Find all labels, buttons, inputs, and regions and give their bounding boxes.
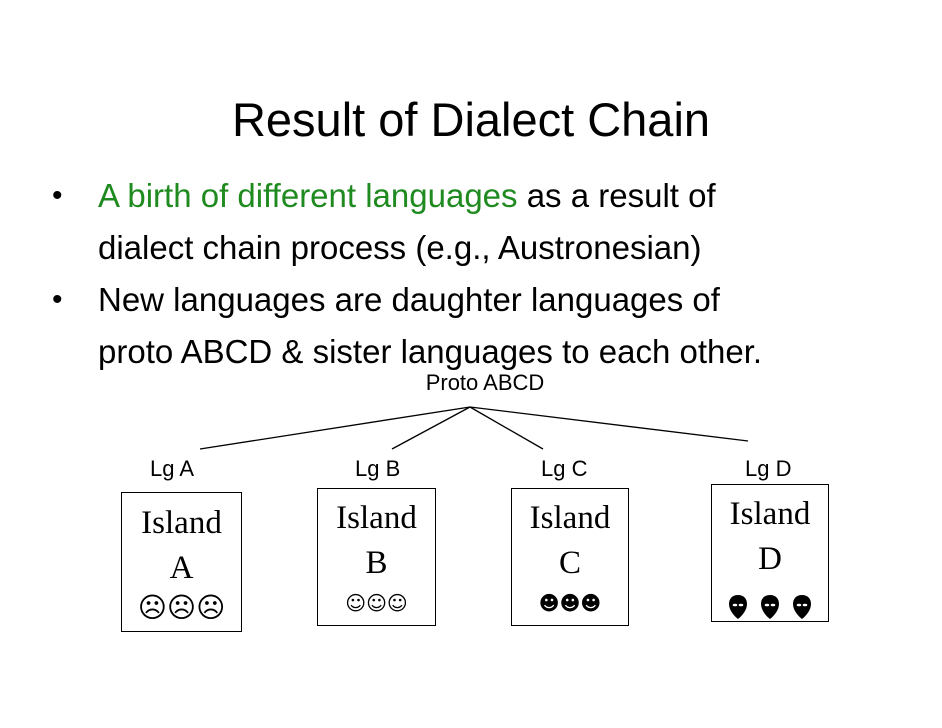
island-letter: C — [558, 545, 581, 581]
smiling-face-filled-icon: ☻☻☻ — [538, 591, 602, 615]
island-letter: A — [169, 550, 194, 586]
island-name: Island — [729, 496, 811, 532]
branch-line-d — [469, 406, 749, 442]
bullet-item-1: • A birth of different languages as a re… — [52, 170, 922, 274]
island-name: Island — [529, 500, 611, 536]
frowning-face-icon: ☹☹☹ — [137, 591, 226, 624]
branch-line-a — [199, 406, 471, 450]
island-letter: B — [365, 545, 388, 581]
bullet-text-line2: proto ABCD & sister languages to each ot… — [98, 333, 763, 370]
branch-line-c — [469, 406, 544, 450]
highlighted-phrase: A birth of different languages — [98, 177, 518, 214]
bullet-text-line2: dialect chain process (e.g., Austronesia… — [98, 229, 702, 266]
proto-language-label: Proto ABCD — [425, 370, 545, 395]
language-label-b: Lg B — [355, 456, 401, 481]
language-label-a: Lg A — [150, 456, 195, 481]
language-label-d: Lg D — [745, 456, 792, 481]
island-box-b: Island B ☺☺☺ — [317, 488, 436, 626]
bullet-item-2: • New languages are daughter languages o… — [52, 274, 922, 378]
island-name: Island — [336, 500, 417, 536]
bullet-marker: • — [52, 179, 63, 212]
bullet-marker: • — [52, 283, 63, 316]
bullet-text: New languages are daughter languages of — [98, 281, 720, 318]
smiling-face-outline-icon: ☺☺☺ — [345, 591, 408, 615]
alien-faces-group — [712, 588, 828, 633]
island-box-a: Island A ☹☹☹ — [121, 492, 242, 632]
island-name: Island — [141, 505, 222, 541]
bullet-list: • A birth of different languages as a re… — [52, 170, 922, 378]
language-label-c: Lg C — [541, 456, 588, 481]
island-box-c: Island C ☻☻☻ — [511, 488, 629, 626]
island-box-d: Island D — [711, 484, 829, 622]
alien-head-icon — [729, 595, 811, 619]
branch-line-b — [391, 406, 471, 450]
island-letter: D — [758, 541, 782, 577]
slide-title: Result of Dialect Chain — [231, 93, 711, 146]
bullet-text: as a result of — [517, 177, 716, 214]
